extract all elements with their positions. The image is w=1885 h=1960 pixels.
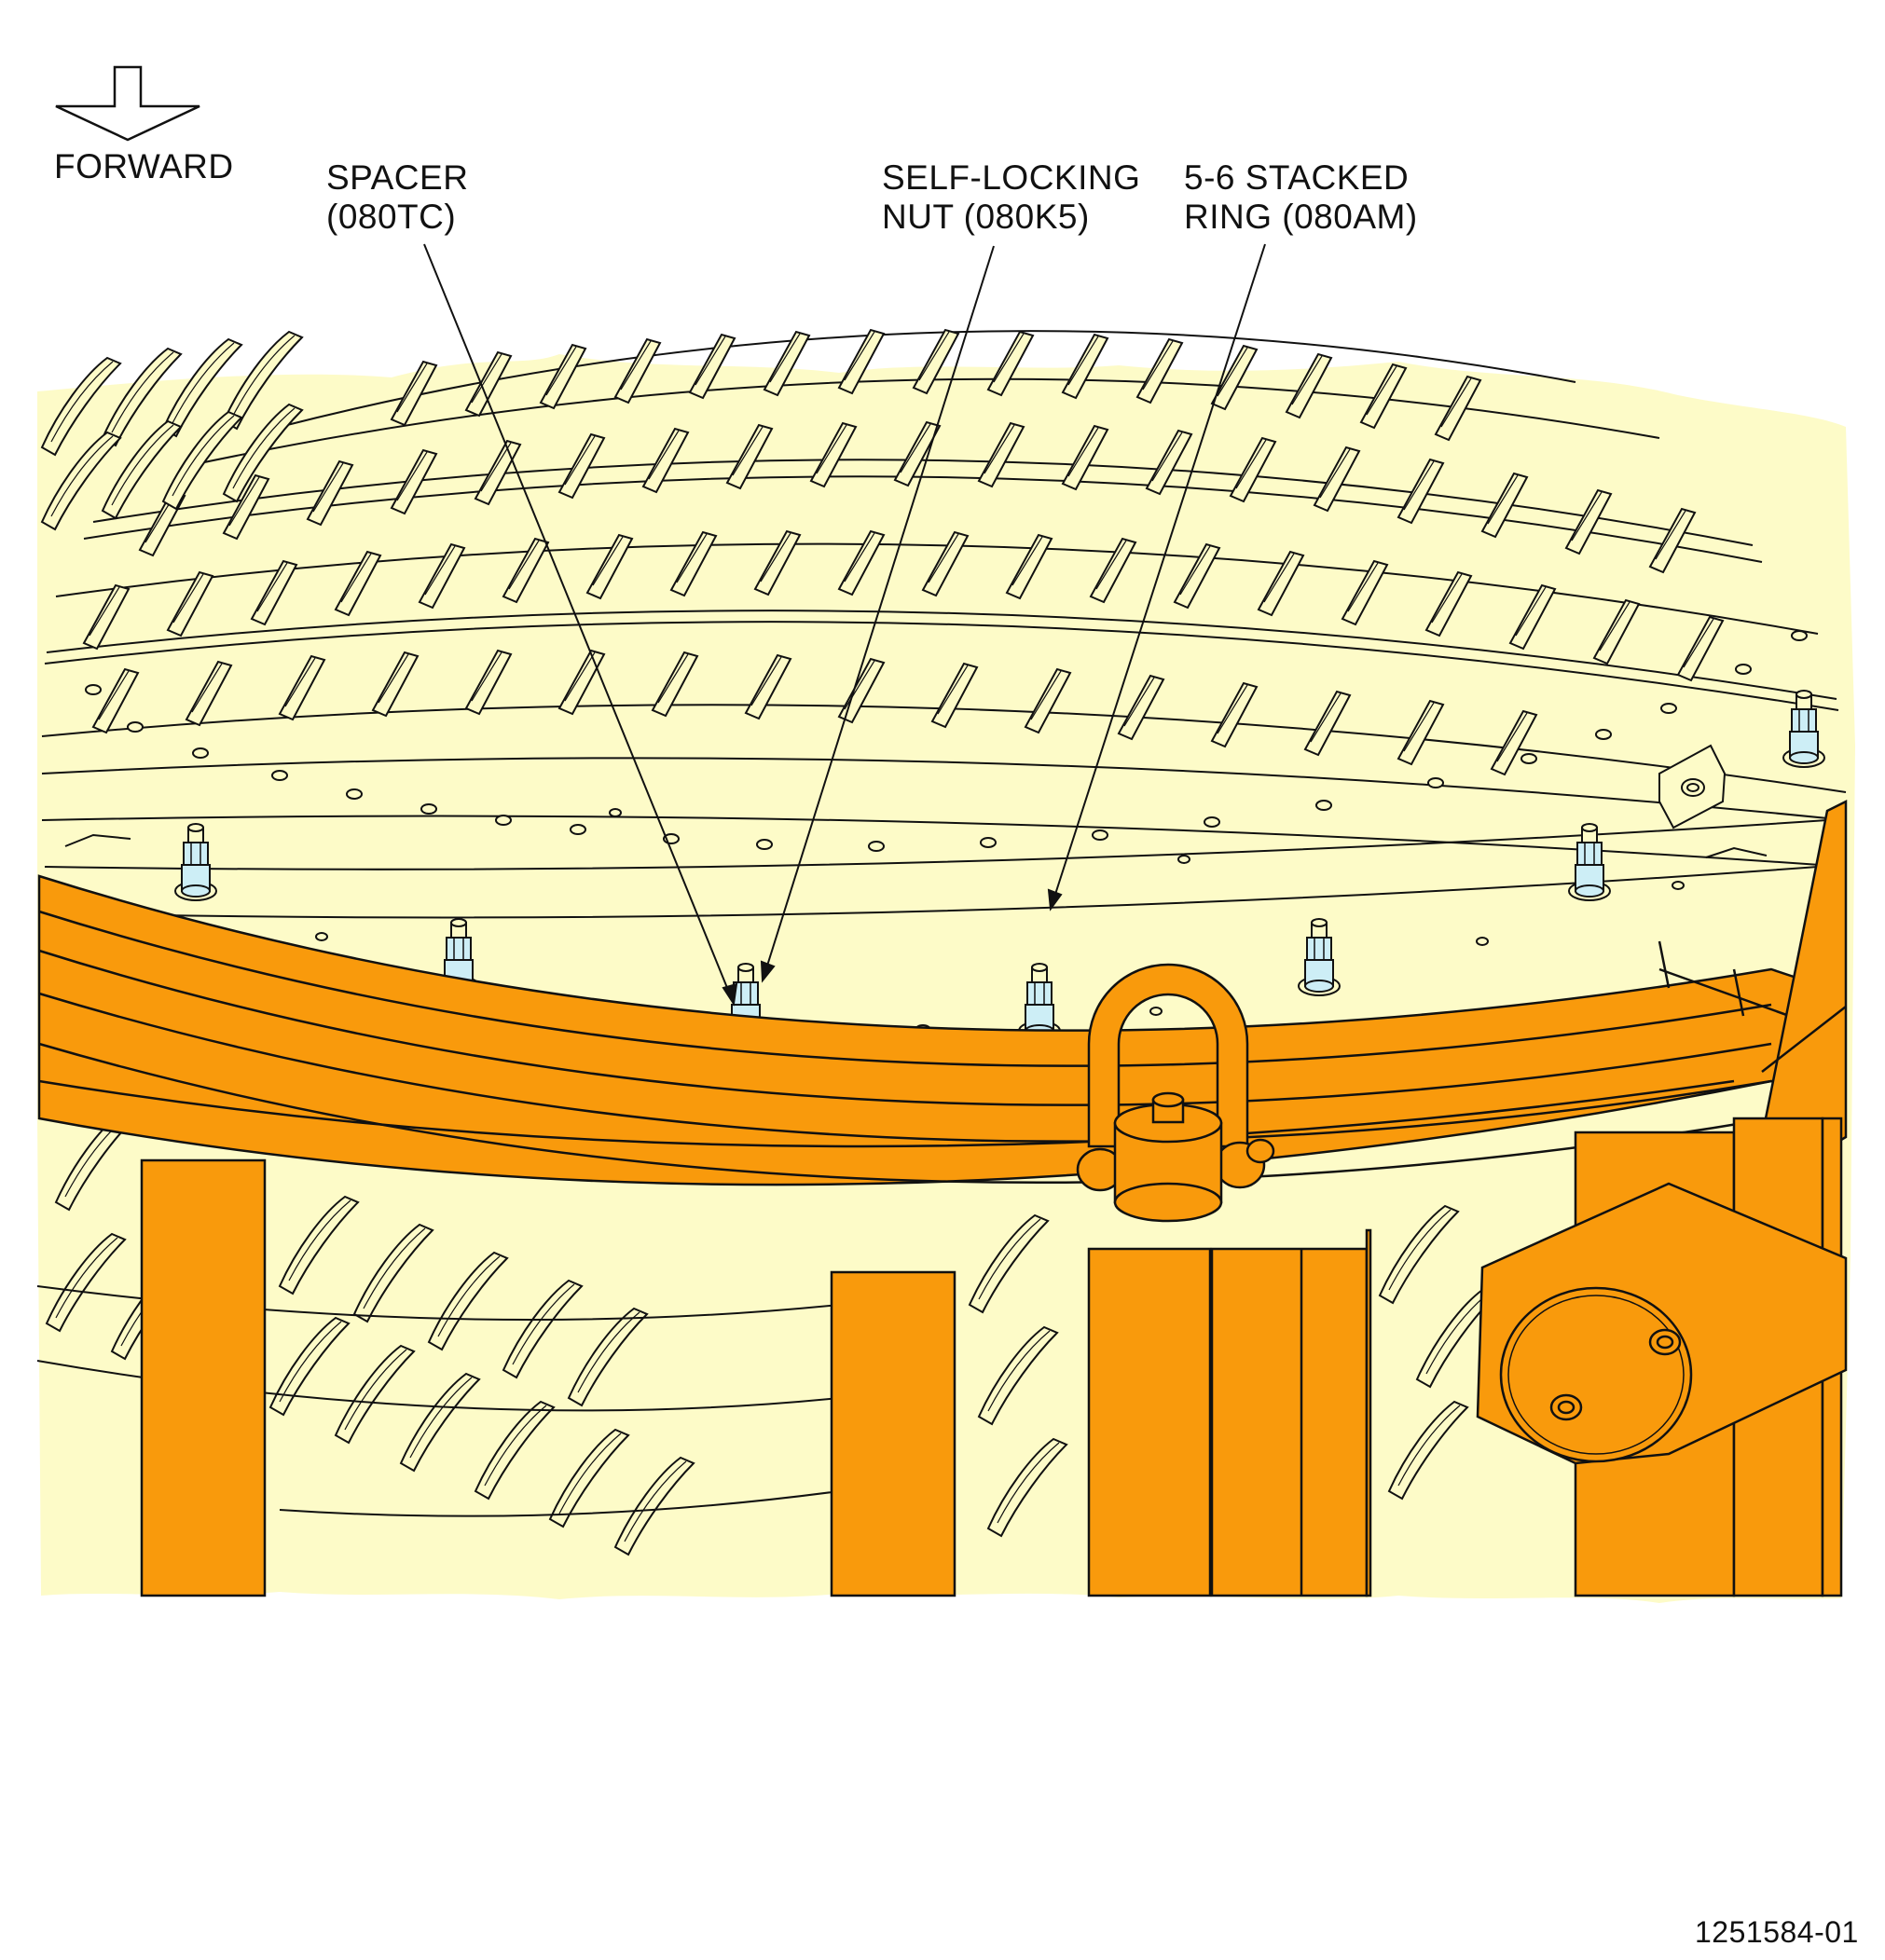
nut-callout-part: NUT (080K5) xyxy=(882,198,1090,236)
spacer-callout-name: SPACER xyxy=(326,158,469,197)
forward-direction-label: FORWARD xyxy=(54,147,234,185)
spacer-callout-part: (080TC) xyxy=(326,198,457,236)
ring-callout-name: 5-6 STACKED xyxy=(1184,158,1410,197)
lifting-shackle-icon xyxy=(1076,963,1275,1223)
figure-number: 1251584-01 xyxy=(1695,1915,1859,1949)
flange-bracket xyxy=(1658,744,1727,829)
nut-callout-name: SELF-LOCKING xyxy=(882,158,1141,197)
ring-callout-part: RING (080AM) xyxy=(1184,198,1418,236)
fixture-legs xyxy=(140,1117,1843,1597)
lifting-ring xyxy=(37,874,1843,1186)
leader-lines xyxy=(423,243,1266,1007)
forward-arrow-icon xyxy=(55,65,200,142)
side-plate xyxy=(1476,1182,1848,1465)
